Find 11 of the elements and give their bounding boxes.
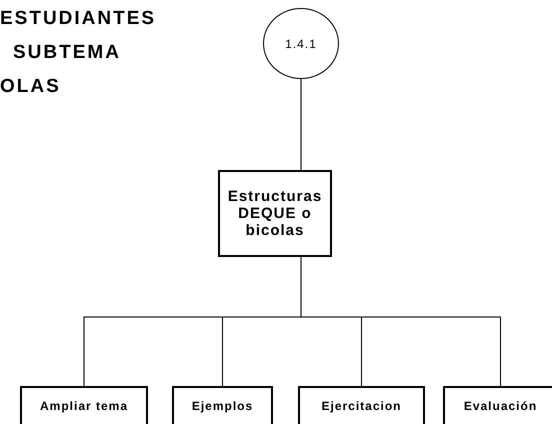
process-box: Evaluación: [443, 386, 552, 424]
connector-line: [300, 78, 302, 170]
process-box: Estructuras DEQUE o bicolas: [218, 170, 332, 257]
title-text: ESTUDIANTES: [0, 9, 156, 28]
title-text: OLAS: [0, 77, 61, 96]
connector-line: [300, 256, 501, 386]
reference-circle: 1.4.1: [263, 8, 339, 79]
process-box: Ampliar tema: [20, 386, 148, 424]
process-box: Ejercitacion: [298, 386, 425, 424]
title-text: SUBTEMA: [13, 43, 121, 62]
process-box: Ejemplos: [172, 386, 273, 424]
